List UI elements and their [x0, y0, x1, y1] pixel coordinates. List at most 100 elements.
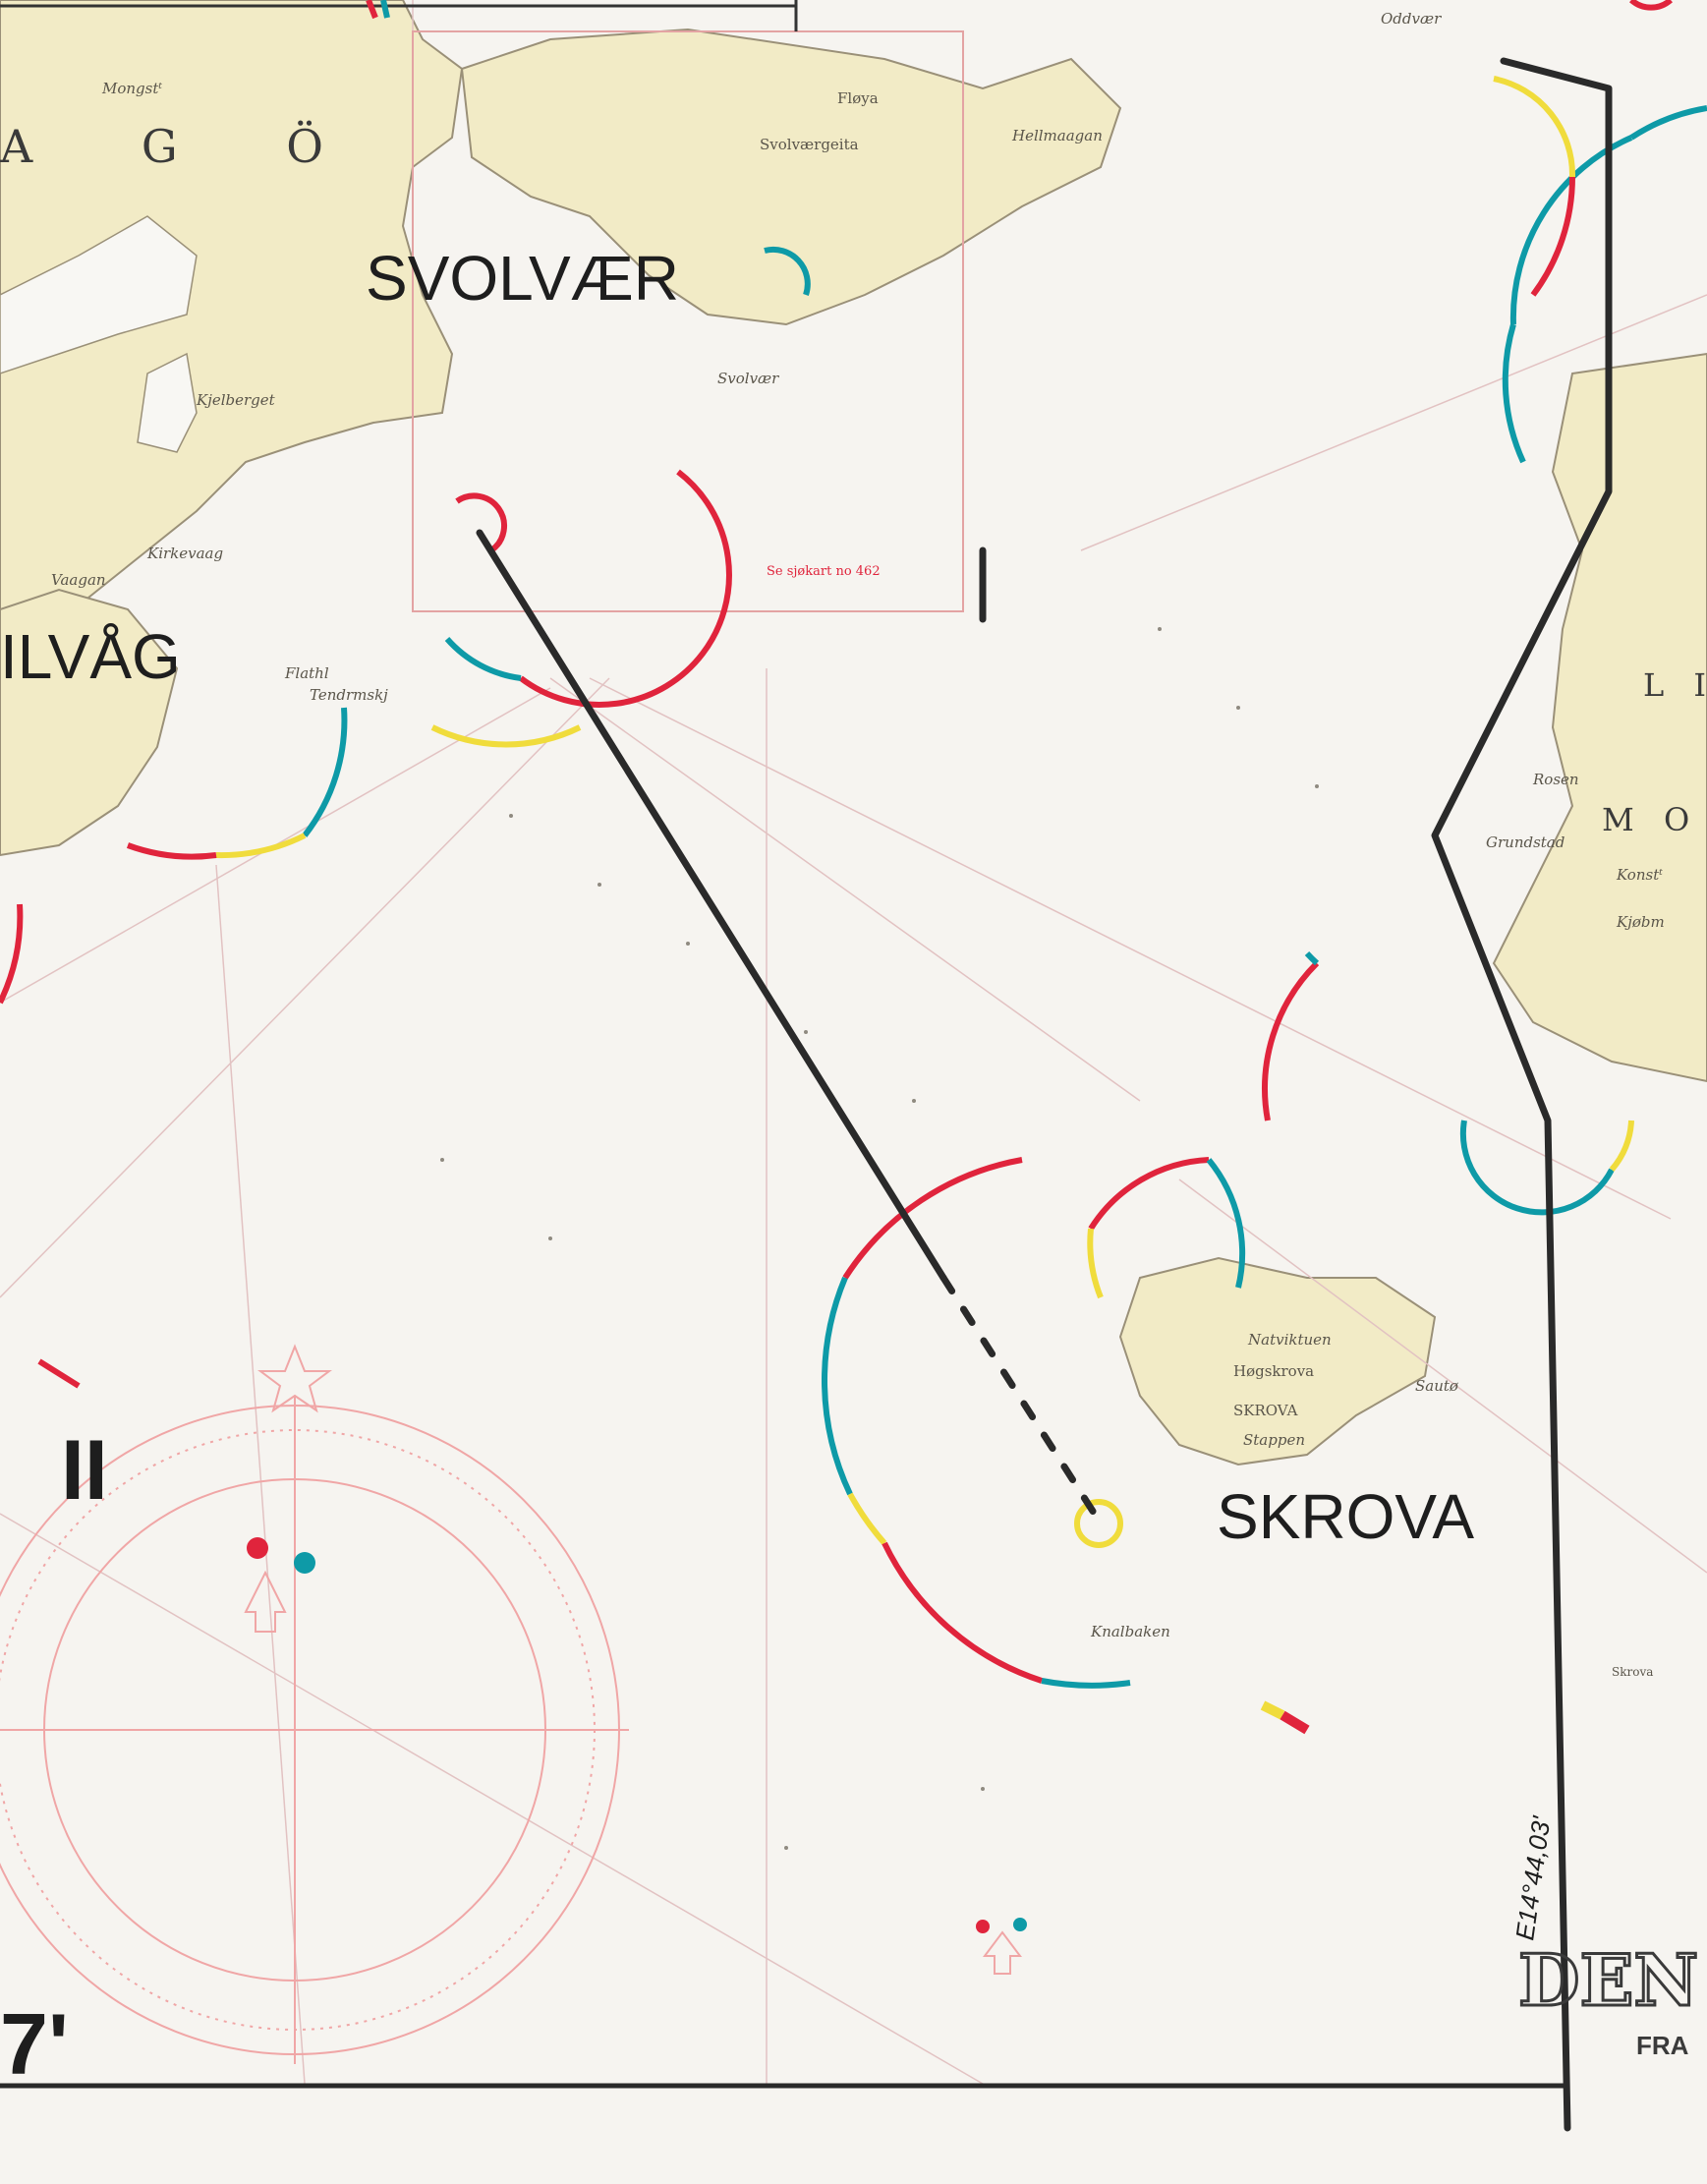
sector-dash-yellow [1260, 1700, 1285, 1720]
sounding-dot [804, 1030, 808, 1034]
sector-arc-red [1262, 960, 1320, 1121]
bearing-line [589, 677, 1672, 1220]
sector-arc-red [1629, 0, 1673, 11]
sector-arc-teal [1509, 135, 1633, 325]
place-konst: Konstᵗ [1616, 866, 1663, 884]
place-sauto: Sautø [1415, 1377, 1459, 1395]
bearing-line [215, 864, 306, 2085]
sounding-dot [1236, 706, 1240, 710]
place-hogskrova: Høgskrova [1233, 1362, 1314, 1380]
place-kirkevaag: Kirkevaag [146, 545, 223, 562]
sector-dash-red [1280, 1710, 1310, 1735]
bearing-line [1178, 1178, 1707, 1574]
place-oddvaer: Oddvær [1381, 10, 1442, 28]
label-svolvaer: SVOLVÆR [366, 243, 679, 314]
place-grundstad: Grundstad [1486, 833, 1565, 851]
place-skrova-small: SKROVA [1233, 1402, 1298, 1419]
red-marker-dot [247, 1537, 268, 1559]
sailing-route [476, 57, 1613, 2132]
lakes [0, 215, 198, 453]
label-kabelvag: ILVÅG [0, 621, 181, 692]
north-star-icon [257, 1344, 332, 1413]
place-tendrmskj: Tendrmskj [310, 686, 388, 704]
chart-small-text: Oddvær Fløya Svolværgeita Hellmaagan Mon… [51, 10, 1665, 1679]
sector-arc-red [1530, 176, 1575, 297]
place-natviktuen: Natviktuen [1247, 1331, 1332, 1349]
sector-arc-red [366, 0, 378, 20]
sector-arc-yellow [430, 724, 582, 748]
overlay-labels: SVOLVÆR ILVÅG SKROVA DEN FRA A G Ö L I M… [0, 119, 1707, 2093]
place-stappen: Stappen [1243, 1431, 1305, 1449]
sector-arc-teal [1041, 1678, 1131, 1689]
lake-2 [137, 352, 198, 453]
sector-arc-red [882, 1541, 1043, 1684]
red-marker-dot-small [976, 1920, 990, 1933]
sector-arc-teal [1459, 1120, 1615, 1216]
land-svolvaer-north [460, 28, 1122, 326]
bearing-line [0, 677, 610, 1298]
place-kjelberget: Kjelberget [196, 391, 276, 409]
sector-arc-teal [1502, 323, 1526, 464]
land-masses [0, 0, 1707, 1466]
place-svolvaer-small: Svolvær [717, 370, 779, 387]
route-east-boundary [1431, 57, 1613, 2132]
bearing-line [0, 1513, 984, 2085]
sounding-dot [981, 1787, 985, 1791]
place-knalbaken: Knalbaken [1090, 1623, 1170, 1640]
place-rosen: Rosen [1532, 771, 1579, 788]
land-kabelvag [0, 588, 179, 857]
depth-soundings [440, 627, 1319, 1850]
note-se-sjokart: Se sjøkart no 462 [767, 564, 881, 579]
sector-arc-teal [764, 246, 811, 296]
sector-arc-red [842, 1157, 1023, 1280]
bearing-line [549, 677, 1141, 1102]
sector-arc-teal [822, 1276, 853, 1496]
sector-arc-red [455, 492, 507, 553]
place-vaagan: Vaagan [51, 571, 106, 589]
place-svolvaergeita: Svolværgeita [760, 136, 859, 153]
compass-rose [0, 1344, 629, 2064]
label-mol: M O L [1602, 801, 1707, 838]
sector-arc-yellow [1609, 1120, 1634, 1172]
sounding-dot [597, 883, 601, 887]
route-leg-svolvaer-skrova [476, 529, 947, 1282]
sounding-dot [912, 1099, 916, 1103]
sounding-dot [548, 1236, 552, 1240]
small-north-arrow-icon [983, 1930, 1022, 1975]
sounding-dot [686, 942, 690, 946]
sector-arc-teal [1304, 950, 1320, 966]
sector-arc-teal [380, 0, 390, 19]
sounding-dot [440, 1158, 444, 1162]
sector-dash-red [37, 1358, 81, 1389]
light-sectors [0, 0, 1707, 1735]
land-skrova [1118, 1256, 1437, 1466]
place-hellmaagan: Hellmaagan [1011, 127, 1103, 144]
sector-arc-red [0, 903, 24, 1005]
sector-arc-red [1088, 1157, 1210, 1231]
label-vagan-letters: A G Ö [0, 119, 370, 173]
sounding-dot [1315, 784, 1319, 788]
teal-marker-dot [294, 1552, 315, 1574]
sector-arc-teal [1629, 105, 1707, 141]
bearing-line [1080, 294, 1707, 551]
inset-frame [412, 30, 964, 612]
sector-arc-yellow [1087, 1228, 1104, 1299]
sector-arc-teal [1206, 1158, 1246, 1289]
label-bottom-left: 7' [0, 1995, 69, 2093]
sounding-dot [1158, 627, 1162, 631]
sector-arc-red [519, 469, 732, 708]
sounding-dot [509, 814, 513, 818]
sounding-dot [784, 1846, 788, 1850]
label-fra: FRA [1636, 2031, 1689, 2060]
route-leg-dashed [939, 1274, 1105, 1527]
sector-arc-teal [302, 707, 348, 837]
lake-1 [0, 215, 198, 374]
place-skrova-light: Skrova [1612, 1665, 1653, 1679]
sector-arc-red [126, 842, 217, 860]
place-floya: Fløya [837, 89, 879, 107]
sector-arc-yellow [1493, 76, 1576, 178]
label-skrova: SKROVA [1217, 1481, 1474, 1552]
sector-arc-yellow [215, 833, 307, 859]
